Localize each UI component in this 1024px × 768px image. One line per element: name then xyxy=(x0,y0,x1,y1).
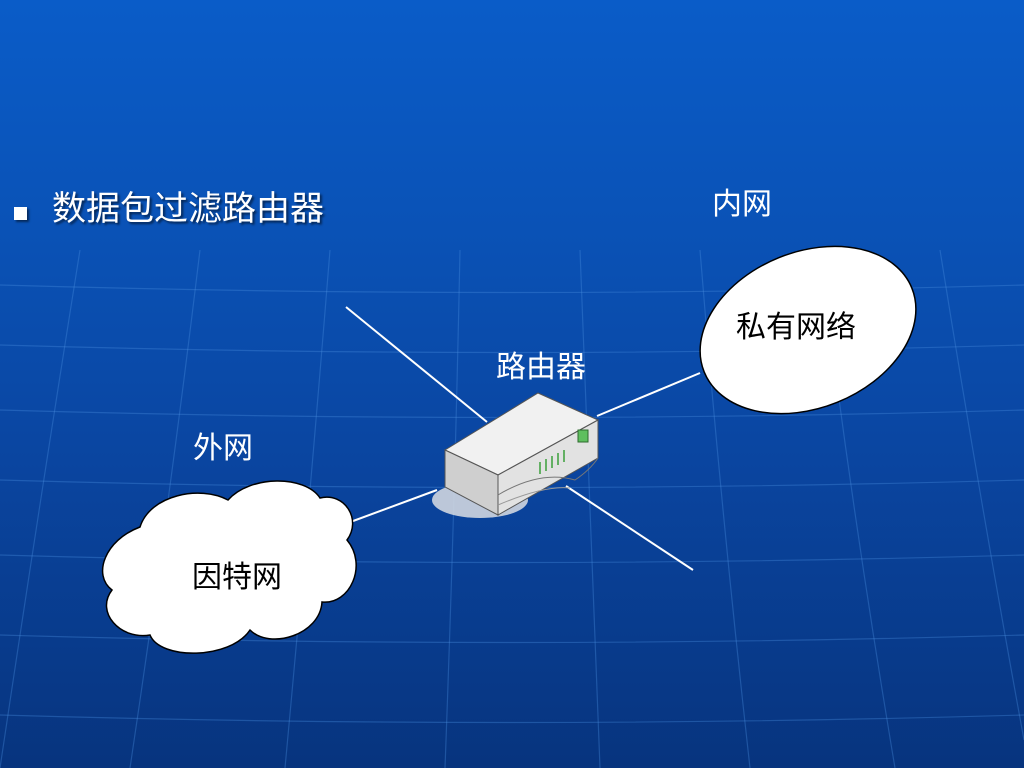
ellipse-icon xyxy=(699,245,917,415)
label-router: 路由器 xyxy=(496,350,586,385)
line-bottom-right xyxy=(565,485,694,571)
square-bullet-icon xyxy=(14,207,27,220)
cloud-icon xyxy=(101,480,357,654)
label-private-network: 私有网络 xyxy=(736,310,856,345)
bullet-title: 数据包过滤路由器 xyxy=(52,189,324,229)
line-top-left xyxy=(345,306,488,423)
label-internet: 因特网 xyxy=(192,560,282,595)
router-icon xyxy=(432,392,600,518)
label-inner-net: 内网 xyxy=(712,187,772,222)
label-outer-net: 外网 xyxy=(193,431,253,466)
line-router-private xyxy=(596,372,701,417)
line-router-internet xyxy=(344,489,438,525)
